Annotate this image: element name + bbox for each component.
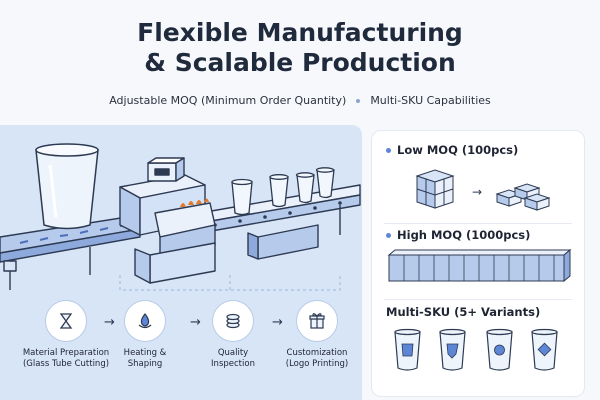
feature-multi-sku: Multi-SKU Capabilities xyxy=(370,94,491,107)
hourglass-icon xyxy=(45,300,87,342)
arrow-right-icon: → xyxy=(190,315,201,330)
step-heating-shaping: Heating & Shaping xyxy=(100,300,190,370)
step-material-preparation: Material Preparation (Glass Tube Cutting… xyxy=(21,300,111,370)
divider xyxy=(384,299,572,300)
capabilities-panel: Low MOQ (100pcs) → High MOQ (1000pcs) xyxy=(371,130,585,397)
gift-icon xyxy=(296,300,338,342)
high-moq-heading: High MOQ (1000pcs) xyxy=(386,228,530,242)
step-label: Heating & Shaping xyxy=(123,348,167,369)
arrow-right-icon: → xyxy=(272,315,283,330)
multi-sku-heading: Multi-SKU (5+ Variants) xyxy=(386,305,541,319)
title-line-1: Flexible Manufacturing xyxy=(137,18,463,47)
bullet-icon xyxy=(386,232,391,238)
high-moq-blocks-illustration xyxy=(387,248,572,283)
low-moq-heading: Low MOQ (100pcs) xyxy=(386,143,518,157)
multi-sku-cups-illustration xyxy=(394,328,558,371)
feature-moq: Adjustable MOQ (Minimum Order Quantity) xyxy=(109,94,347,107)
low-moq-cubes-illustration: → xyxy=(415,169,551,211)
step-label: Quality Inspection xyxy=(211,348,255,369)
title-line-2: & Scalable Production xyxy=(144,48,456,77)
page-title: Flexible Manufacturing & Scalable Produc… xyxy=(0,18,600,78)
separator-dot-icon xyxy=(356,98,361,103)
step-label: Material Preparation (Glass Tube Cutting… xyxy=(22,348,110,369)
feature-row: Adjustable MOQ (Minimum Order Quantity) … xyxy=(0,94,600,107)
divider xyxy=(384,223,572,224)
arrow-right-icon: → xyxy=(104,315,115,330)
step-customization: Customization (Logo Printing) xyxy=(272,300,362,370)
svg-text:→: → xyxy=(472,185,482,199)
production-line-illustration xyxy=(0,143,361,291)
production-line-panel xyxy=(0,125,362,400)
flame-drop-icon xyxy=(124,300,166,342)
step-label: Customization (Logo Printing) xyxy=(285,348,349,369)
bullet-icon xyxy=(386,147,391,153)
stack-discs-icon xyxy=(212,300,254,342)
step-quality-inspection: Quality Inspection xyxy=(188,300,278,370)
process-steps: Material Preparation (Glass Tube Cutting… xyxy=(0,300,362,400)
